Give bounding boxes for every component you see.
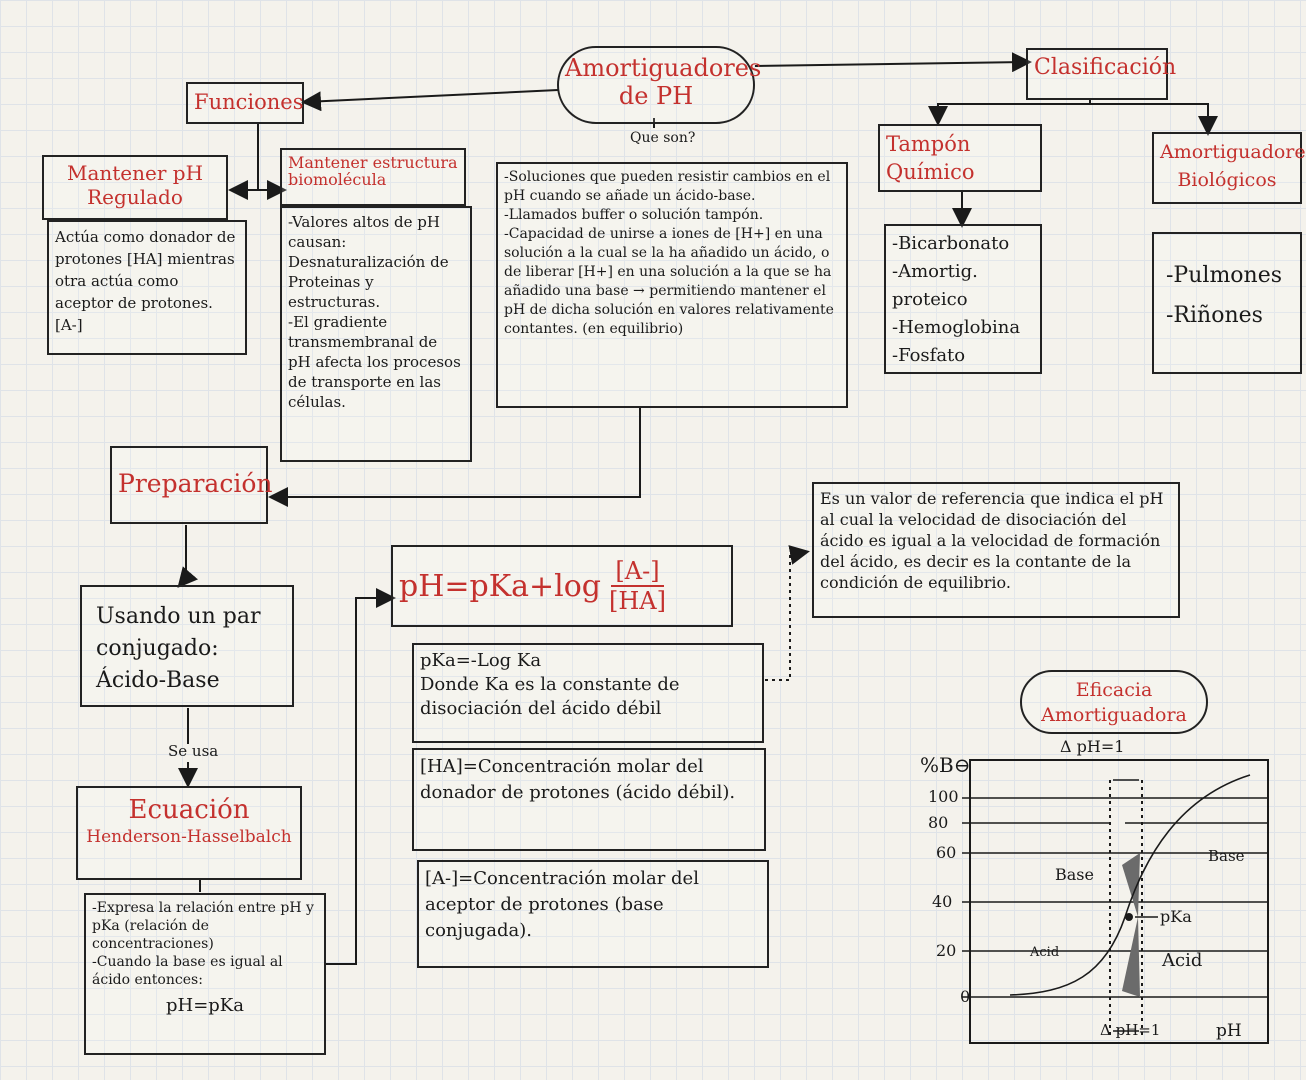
ecuacion-result: pH=pKa xyxy=(165,995,244,1016)
shaded-base-region xyxy=(1122,853,1140,917)
ha-box: [HA]=Concentración molar del donador de … xyxy=(412,748,766,851)
list-item: -Riñones xyxy=(1166,303,1263,328)
preparacion-title: Preparación xyxy=(110,446,272,524)
delta-ph-bottom: Δ pH=1 xyxy=(1100,1021,1161,1039)
funciones-title: Funciones xyxy=(186,82,304,124)
ecuacion-title: Ecuación xyxy=(128,795,250,825)
tick-label: 40 xyxy=(932,892,953,911)
root-title: Amortiguadores de PH xyxy=(557,46,761,124)
definition-box: -Soluciones que pueden resistir cambios … xyxy=(496,162,848,408)
list-item: -Fosfato xyxy=(892,345,966,366)
label-pka: pKa xyxy=(1160,907,1192,926)
tick-label: 60 xyxy=(936,843,957,862)
ecuacion-box: Ecuación Henderson-Hasselbalch xyxy=(76,786,302,880)
label-acid-left: Acid xyxy=(1030,945,1060,960)
titration-svg xyxy=(962,759,1269,1044)
tick-label: 0 xyxy=(960,987,971,1006)
x-axis-label: pH xyxy=(1216,1021,1242,1041)
tick-label: 80 xyxy=(928,813,949,832)
funcion-estructura-text: -Valores altos de pH causan: Desnaturali… xyxy=(280,206,472,462)
delta-ph-top: Δ pH=1 xyxy=(1060,737,1125,756)
delta-markers xyxy=(1109,780,1143,1035)
tick-label: 20 xyxy=(936,941,957,960)
plot-gridlines xyxy=(962,797,1268,998)
list-item: -Bicarbonato xyxy=(892,233,1010,254)
se-usa-label: Se usa xyxy=(168,742,219,760)
amortiguadores-biologicos-title: Amortiguadores Biológicos xyxy=(1152,132,1306,204)
list-item: -Pulmones xyxy=(1166,263,1283,288)
pka-note-box: Es un valor de referencia que indica el … xyxy=(812,482,1180,618)
funcion-ph-text: Actúa como donador de protones [HA] mien… xyxy=(47,220,247,355)
clasificacion-title: Clasificación xyxy=(1026,48,1176,100)
ecuacion-text-box: -Expresa la relación entre pH y pKa (rel… xyxy=(84,893,326,1055)
ecuacion-subtitle: Henderson-Hasselbalch xyxy=(86,827,292,847)
pka-point xyxy=(1125,913,1133,921)
list-item: -Amortig. proteico xyxy=(892,261,978,310)
formula-fraction: [A-] [HA] xyxy=(609,557,666,615)
formula-denominator: [HA] xyxy=(609,587,667,615)
tampon-quimico-list: -Bicarbonato -Amortig. proteico -Hemoglo… xyxy=(884,224,1042,374)
tick-label: 100 xyxy=(928,787,959,806)
par-conjugado-box: Usando un par conjugado: Ácido-Base xyxy=(80,585,294,707)
titration-plot: Δ pH=1 %B⊖ 100 80 60 40 20 0 Base Base p… xyxy=(910,735,1290,1055)
label-acid-right: Acid xyxy=(1162,950,1203,971)
list-item: -Hemoglobina xyxy=(892,317,1021,338)
henderson-formula: pH=pKa+log [A-] [HA] xyxy=(391,545,733,627)
pka-box: pKa=-Log Ka Donde Ka es la constante de … xyxy=(412,643,764,743)
label-base-right: Base xyxy=(1208,847,1245,865)
funcion-estructura-title: Mantener estructura biomolécula xyxy=(280,148,466,206)
amortiguadores-biologicos-list: -Pulmones -Riñones xyxy=(1152,232,1302,374)
eficacia-title: Eficacia Amortiguadora xyxy=(1020,670,1208,734)
root-question: Que son? xyxy=(630,130,696,146)
label-base-left: Base xyxy=(1055,865,1094,884)
tampon-quimico-title: Tampón Químico xyxy=(878,124,1042,192)
funcion-ph-title: Mantener pH Regulado xyxy=(42,155,228,220)
formula-lhs: pH=pKa+log xyxy=(399,568,602,604)
a-box: [A-]=Concentración molar del aceptor de … xyxy=(417,860,769,968)
y-axis-label: %B⊖ xyxy=(920,753,971,777)
ecuacion-text: -Expresa la relación entre pH y pKa (rel… xyxy=(92,900,314,988)
shaded-acid-region xyxy=(1122,917,1140,997)
formula-numerator: [A-] xyxy=(611,557,664,587)
